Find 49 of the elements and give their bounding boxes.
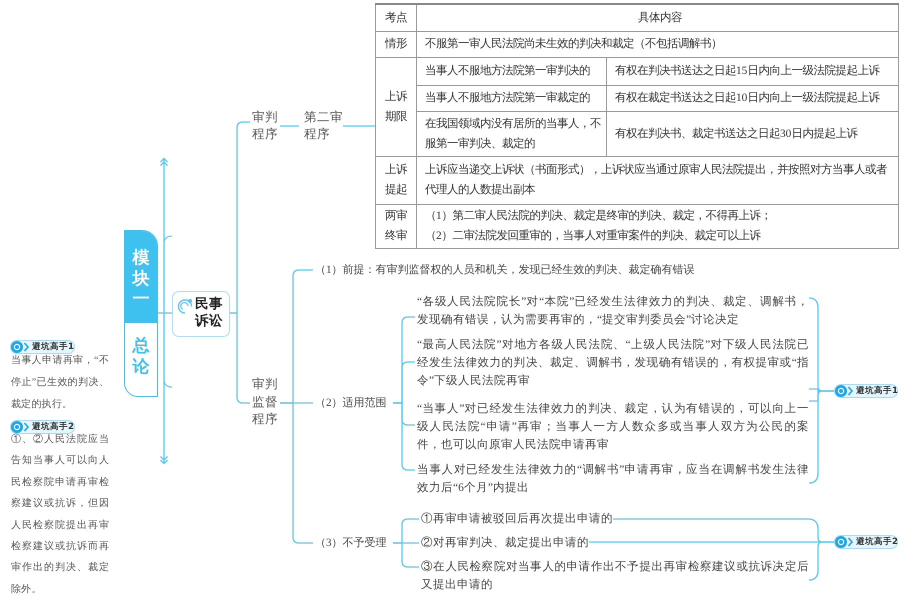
note-text: ①、②人民法院应当告知当事人可以向人民检察院申请再审检察建议或抗诉，但因人民检察院提出再审检察建议或抗诉而再审作出的判决、裁定除外。 (11, 432, 109, 597)
leaf-text: 当事人对已经发生法律效力的“调解书”申请再审，应当在调解书发生法律效力后“6个月”内提出 (415, 461, 809, 497)
leaf-text: “各级人民法院院长”对“本院”已经发生法律效力的判决、裁定、调解书，发现确有错误，认为需要再审的，“提交审判委员会”讨论决定 (415, 293, 809, 329)
topic-title: 民事诉讼 (195, 296, 224, 330)
table-cell: 两审终审 (376, 204, 416, 248)
connector-line (280, 402, 313, 544)
leaf-text: “最高人民法院”对地方各级人民法院、“上级人民法院”对下级人民法院已经发生法律效力的判决、裁定、调解书，发现确有错误的，有权提审或“指令”下级人民法院再审 (415, 336, 809, 390)
leaf-text: “当事人”对已经发生法律效力的判决、裁定，认为有错误的，可以向上一级人民法院“申请”再审；当事人一方人数众多或当事人双方为公民的案件，也可以向原审人民法院申请再审 (415, 400, 809, 454)
table-cell: 有权在裁定书送达之日起10日内向上一级法院提起上诉 (606, 85, 898, 111)
badge-text: 避坑高手2 (856, 536, 898, 548)
table-cell: 上诉提起 (376, 156, 416, 204)
badge-text: 避坑高手1 (856, 385, 898, 397)
topic-box (172, 291, 230, 337)
badge-text: 避坑高手2 (32, 421, 74, 433)
branch-label: 第二审程序 (299, 109, 343, 142)
connector-line (280, 125, 299, 127)
leaf-text: ②对再审判决、裁定提出申请的 (419, 534, 589, 552)
badge-text: 避坑高手1 (32, 341, 74, 353)
leaf-text: ①再审申请被驳回后再次提出申请的 (419, 510, 613, 528)
note-text: 当事人申请再审，“不停止”已生效的判决、裁定的执行。 (11, 354, 109, 412)
tab-title: 模块一 (125, 231, 157, 323)
table-cell: 上诉期限 (376, 57, 416, 156)
table-cell: 不服第一审人民法院尚未生效的判决和裁定（不包括调解书） (416, 31, 898, 57)
connector-line (158, 312, 172, 314)
tip-badge (10, 340, 75, 354)
branch-label: 审判程序 (250, 109, 280, 142)
branch-label: （1）前提：有审判监督权的人员和机关，发现已经生效的判决、裁定确有错误 (313, 261, 713, 279)
table-cell: 具体内容 (416, 4, 898, 31)
branch-label: （2）适用范围 (313, 394, 393, 412)
tip-badge (834, 535, 898, 549)
table-cell: 当事人不服地方法院第一审判决的 (416, 57, 606, 85)
leaf-text: ③在人民检察院对当事人的申请作出不予提出再审检察建议或抗诉决定后又提出申请的 (419, 558, 809, 594)
table (375, 3, 899, 248)
tab-subtitle: 总论 (131, 335, 150, 378)
table-cell: 情形 (376, 31, 416, 57)
table-cell: 有权在判决书送达之日起15日内向上一级法院提起上诉 (606, 57, 898, 85)
branch-label: 审判监督程序 (250, 376, 280, 428)
table-cell: 在我国领域内没有居所的当事人，不服第一审判决、裁定的 (416, 111, 606, 156)
table-cell: （1）第二审人民法院的判决、裁定是终审的判决、裁定，不得再上诉； （2）二审法院发回重审的，当事人对重审案件的判决、裁定可以上诉 (416, 204, 898, 248)
branch-label: （3）不予受理 (313, 534, 393, 552)
connector-line (343, 125, 375, 127)
table-cell: 当事人不服地方法院第一审裁定的 (416, 85, 606, 111)
table-cell: 有权在判决书、裁定书送达之日起30日内提起上诉 (606, 111, 898, 156)
table-cell: 上诉应当递交上诉状（书面形式），上诉状应当通过原审人民法院提出，并按照对方当事人或者代理人的人数提出副本 (416, 156, 898, 204)
tip-badge (834, 384, 898, 398)
table-cell: 考点 (376, 4, 416, 31)
module-tab (124, 230, 158, 397)
connector-line (393, 542, 419, 568)
tip-badge (10, 420, 75, 434)
